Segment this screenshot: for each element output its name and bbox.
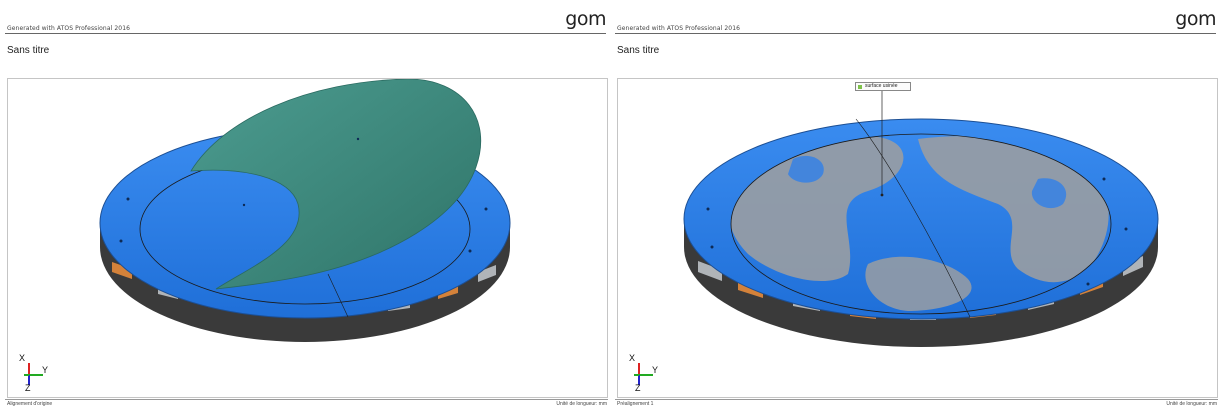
length-unit-label: Unité de longueur: mm [1166,401,1217,407]
alignment-label: Préalignement 1 [617,401,654,407]
axis-y-label: Y [652,365,659,375]
generated-with-text: Generated with ATOS Professional 2016 [7,25,131,32]
axis-y-label: Y [42,365,49,375]
header-divider [5,33,606,34]
green-surface [190,79,481,290]
axis-triad-icon [634,363,653,385]
report-left: Generated with ATOS Professional 2016 go… [0,0,610,407]
disk-markers [119,137,488,253]
scene-render [683,91,1159,347]
header-divider [615,33,1216,34]
axis-z-label: Z [635,383,641,393]
inner-circle [730,133,1112,315]
surface-label-text: surface usinée [865,83,898,89]
axis-x-label: X [629,353,636,363]
3d-viewport[interactable]: X Y Z [7,78,608,398]
page-title: Sans titre [617,45,660,56]
footer-divider [615,399,1218,400]
surface-label-tag[interactable]: surface usinée [855,82,911,91]
label-color-swatch [858,85,862,89]
scene-render [99,79,511,342]
report-header: Generated with ATOS Professional 2016 go… [610,0,1220,36]
length-unit-label: Unité de longueur: mm [556,401,607,407]
axis-triad: X Y Z [626,353,666,395]
axis-triad-icon [24,363,43,385]
report-right: Generated with ATOS Professional 2016 go… [610,0,1220,407]
report-header: Generated with ATOS Professional 2016 go… [0,0,610,36]
axis-triad: X Y Z [16,353,56,395]
disk-markers [706,177,1128,286]
gom-logo: gom [1175,8,1216,30]
axis-x-label: X [19,353,26,363]
gom-logo: gom [565,8,606,30]
axis-z-label: Z [25,383,31,393]
scan-texture [731,135,1109,311]
footer-divider [5,399,608,400]
3d-viewport[interactable]: surface usinée X Y Z [617,78,1218,398]
generated-with-text: Generated with ATOS Professional 2016 [617,25,741,32]
alignment-label: Alignement d'origine [7,401,53,407]
page-title: Sans titre [7,45,50,56]
